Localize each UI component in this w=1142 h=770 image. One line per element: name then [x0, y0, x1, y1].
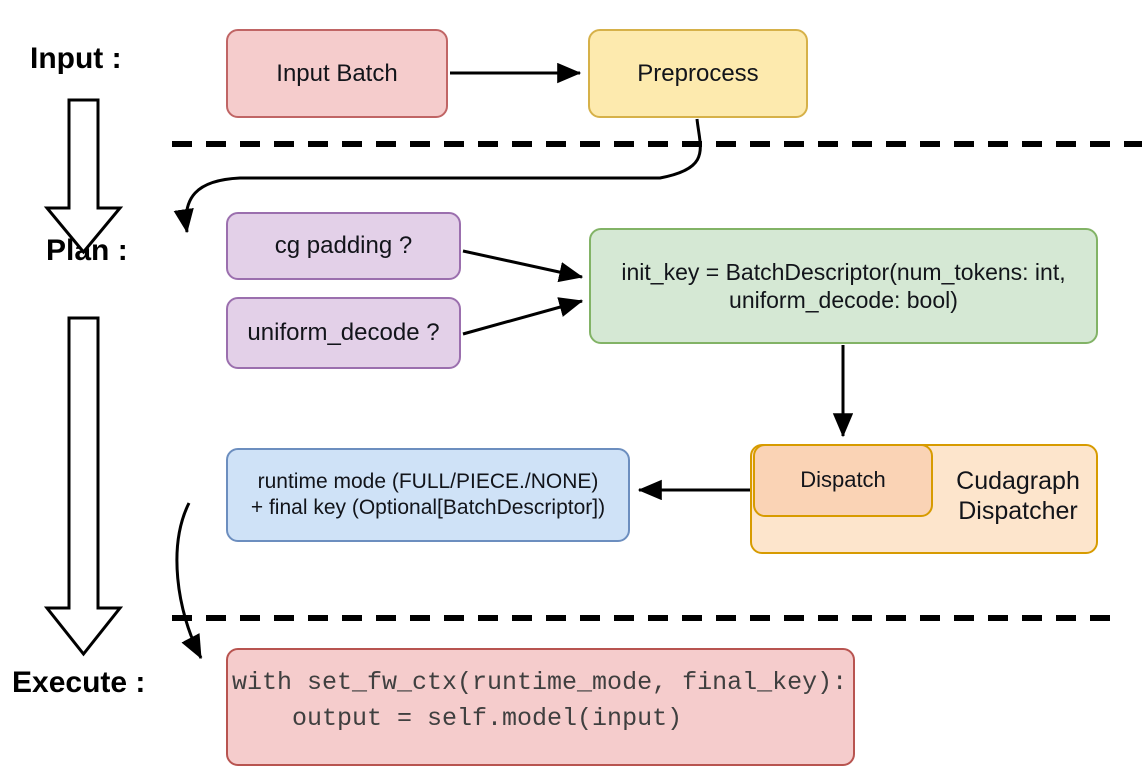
- node-runtime-mode[interactable]: runtime mode (FULL/PIECE./NONE) + final …: [226, 448, 630, 542]
- stage-label-execute: Execute :: [12, 666, 146, 699]
- node-cudagraph-dispatcher-label: Cudagraph Dispatcher: [956, 467, 1080, 525]
- execute-code-line-1: with set_fw_ctx(runtime_mode, final_key)…: [232, 668, 848, 697]
- node-preprocess[interactable]: Preprocess: [588, 29, 808, 118]
- node-input-batch[interactable]: Input Batch: [226, 29, 448, 118]
- node-cg-padding[interactable]: cg padding ?: [226, 212, 461, 280]
- node-init-key[interactable]: init_key = BatchDescriptor(num_tokens: i…: [589, 228, 1098, 344]
- node-execute-code[interactable]: with set_fw_ctx(runtime_mode, final_key)…: [226, 648, 855, 766]
- execute-code-line-2: output = self.model(input): [232, 704, 683, 733]
- node-uniform-decode[interactable]: uniform_decode ?: [226, 297, 461, 369]
- arrow-cg-padding-to-init-key: [462, 249, 584, 283]
- input-to-plan-block-arrow: [43, 98, 124, 255]
- node-dispatch[interactable]: Dispatch: [753, 444, 933, 517]
- plan-to-execute-block-arrow: [43, 316, 124, 657]
- arrow-uniform-decode-to-init-key: [462, 297, 584, 336]
- stage-label-input: Input :: [30, 42, 122, 75]
- stage-label-plan: Plan :: [46, 234, 128, 267]
- arrow-runtime-mode-to-execute-code: [175, 502, 203, 660]
